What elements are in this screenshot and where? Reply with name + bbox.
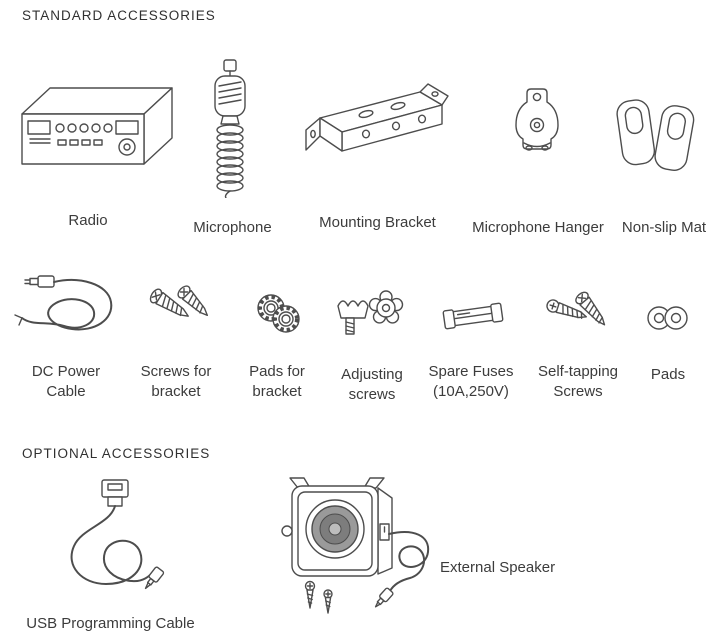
usb-programming-cable-icon — [70, 479, 165, 590]
accessory-label-radio: Radio — [68, 212, 108, 229]
pads-icon — [647, 306, 688, 330]
accessory-label-microphone: Microphone — [193, 219, 272, 236]
radio-icon — [21, 87, 173, 165]
accessory-label-bracket-screws: Screws for bracket — [140, 363, 212, 400]
accessory-label-usb-programming-cable: USB Programming Cable — [26, 615, 195, 632]
standard-accessories-heading: STANDARD ACCESSORIES — [22, 8, 216, 23]
accessory-label-spare-fuses: Spare Fuses (10A,250V) — [428, 363, 514, 400]
accessory-label-mounting-bracket: Mounting Bracket — [319, 214, 436, 231]
spare-fuses-icon — [442, 302, 504, 330]
mounting-bracket-icon — [305, 83, 449, 152]
bracket-screws-icon — [149, 285, 209, 317]
accessory-label-external-speaker: External Speaker — [440, 559, 556, 576]
accessory-label-self-tapping-screws: Self-tapping Screws — [537, 363, 619, 400]
accessory-label-adjusting-screws: Adjusting screws — [341, 366, 403, 403]
microphone-hanger-icon — [515, 88, 559, 151]
accessory-label-dc-power-cable: DC Power Cable — [31, 363, 101, 400]
external-speaker-icon — [281, 477, 430, 614]
optional-accessories-heading: OPTIONAL ACCESSORIES — [22, 446, 211, 461]
dc-power-cable-icon — [14, 275, 113, 331]
self-tapping-screws-icon — [546, 291, 606, 326]
accessory-label-microphone-hanger: Microphone Hanger — [472, 219, 604, 236]
non-slip-mat-icon — [616, 99, 695, 171]
adjusting-screws-icon — [337, 290, 404, 335]
accessory-label-pads: Pads — [650, 366, 686, 383]
microphone-icon — [214, 59, 246, 198]
accessory-label-bracket-pads: Pads for bracket — [249, 363, 305, 400]
accessory-label-non-slip-mat: Non-slip Mat — [621, 219, 707, 236]
bracket-pads-icon — [257, 294, 300, 333]
